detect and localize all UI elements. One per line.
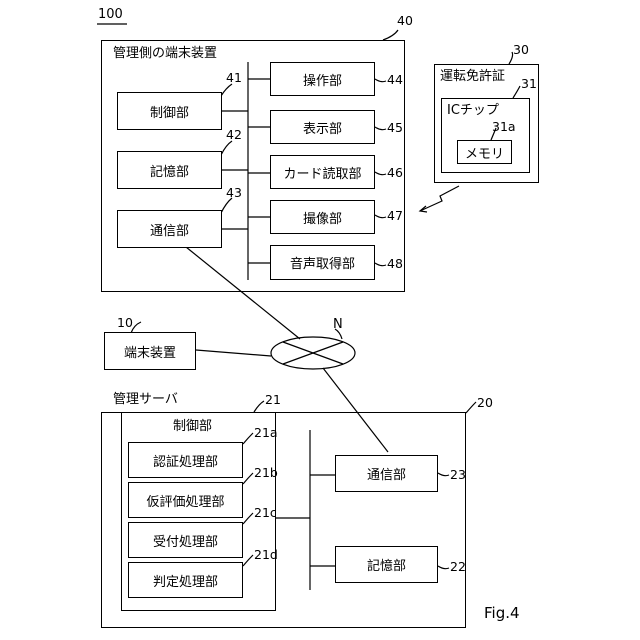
server-communication-ref: 23 — [450, 468, 466, 482]
license-ref: 30 — [513, 43, 529, 57]
server-ref: 20 — [477, 396, 493, 410]
manager-terminal-ref: 40 — [397, 14, 413, 28]
memory-label: メモリ — [465, 143, 504, 162]
reception-processing-label: 受付処理部 — [153, 531, 218, 550]
terminal-storage-ref: 42 — [226, 128, 242, 142]
figure-number: 100 — [98, 8, 123, 22]
ic-chip-label: ICチップ — [447, 104, 499, 118]
memory-unit: メモリ — [457, 140, 512, 164]
license-title: 運転免許証 — [440, 70, 505, 84]
server-communication-label: 通信部 — [367, 464, 406, 483]
server-control-label: 制御部 — [173, 420, 212, 434]
leader-21 — [254, 401, 264, 412]
terminal-imaging-label: 撮像部 — [303, 208, 342, 227]
judgment-processing-ref: 21d — [254, 548, 278, 562]
reception-processing-ref: 21c — [254, 506, 277, 520]
terminal-communication-label: 通信部 — [150, 220, 189, 239]
network-label: N — [333, 318, 343, 332]
leader-20 — [466, 402, 476, 413]
terminal-card-reader-label: カード読取部 — [283, 163, 361, 182]
terminal-operation-unit: 操作部 — [270, 62, 375, 96]
auth-processing-unit: 認証処理部 — [128, 442, 243, 478]
terminal-control-ref: 41 — [226, 71, 242, 85]
terminal-operation-label: 操作部 — [303, 70, 342, 89]
terminal-communication-ref: 43 — [226, 186, 242, 200]
terminal-communication-unit: 通信部 — [117, 210, 222, 248]
terminal-card-reader-unit: カード読取部 — [270, 155, 375, 189]
server-storage-ref: 22 — [450, 560, 466, 574]
memory-ref: 31a — [492, 120, 516, 134]
terminal-control-label: 制御部 — [150, 102, 189, 121]
server-control-ref: 21 — [265, 393, 281, 407]
server-communication-unit: 通信部 — [335, 455, 438, 492]
server-storage-unit: 記憶部 — [335, 546, 438, 583]
link-device-to-network — [196, 350, 271, 356]
terminal-device-unit: 端末装置 — [104, 332, 196, 370]
terminal-operation-ref: 44 — [387, 73, 403, 87]
terminal-display-unit: 表示部 — [270, 110, 375, 144]
terminal-audio-unit: 音声取得部 — [270, 245, 375, 280]
terminal-display-label: 表示部 — [303, 118, 342, 137]
terminal-display-ref: 45 — [387, 121, 403, 135]
terminal-audio-ref: 48 — [387, 257, 403, 271]
terminal-control-unit: 制御部 — [117, 92, 222, 130]
pre-evaluation-label: 仮評価処理部 — [146, 491, 224, 510]
terminal-imaging-ref: 47 — [387, 209, 403, 223]
judgment-processing-label: 判定処理部 — [153, 571, 218, 590]
wireless-signal — [420, 186, 459, 211]
terminal-storage-unit: 記憶部 — [117, 151, 222, 189]
terminal-imaging-unit: 撮像部 — [270, 200, 375, 234]
terminal-storage-label: 記憶部 — [150, 161, 189, 180]
manager-terminal-title: 管理側の端末装置 — [113, 47, 217, 61]
pre-evaluation-ref: 21b — [254, 466, 278, 480]
figure-caption: Fig.4 — [484, 606, 520, 620]
reception-processing-unit: 受付処理部 — [128, 522, 243, 558]
judgment-processing-unit: 判定処理部 — [128, 562, 243, 598]
ic-chip-ref: 31 — [521, 77, 537, 91]
terminal-device-ref: 10 — [117, 316, 133, 330]
terminal-audio-label: 音声取得部 — [290, 253, 355, 272]
server-title: 管理サーバ — [113, 393, 178, 407]
pre-evaluation-unit: 仮評価処理部 — [128, 482, 243, 518]
auth-processing-label: 認証処理部 — [153, 451, 218, 470]
terminal-device-label: 端末装置 — [124, 342, 176, 361]
leader-40 — [383, 30, 398, 40]
auth-processing-ref: 21a — [254, 426, 278, 440]
terminal-card-reader-ref: 46 — [387, 166, 403, 180]
server-storage-label: 記憶部 — [367, 555, 406, 574]
